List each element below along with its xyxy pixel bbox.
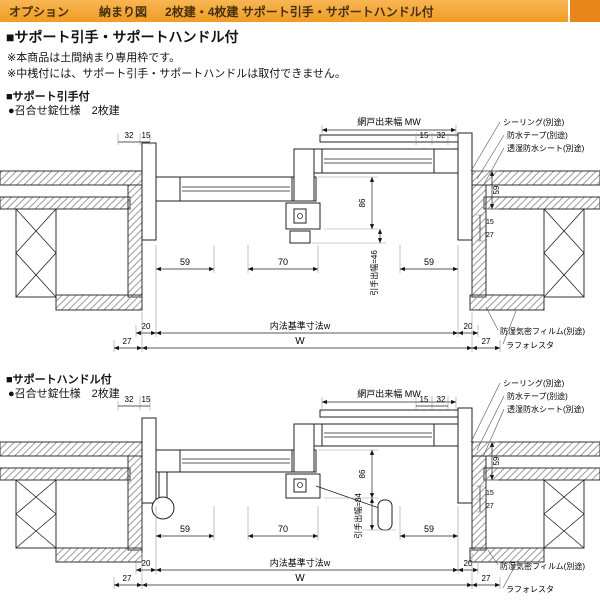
screen-section [319,134,459,143]
dim-20-left: 20 [142,559,151,568]
title-bar-option-label: オプション [9,4,70,19]
dim-86: 86 [358,469,367,478]
right-wall [469,441,600,563]
dimension-annotations: 網戸出来幅 MW 32 15 15 32 86 引手出幅=46 [113,116,501,352]
section-title: ■サポート引手付 [6,88,90,104]
note-doma-frame: ※本商品は土間納まり専用枠です。 [7,52,181,64]
screen-section [319,409,459,418]
window-frame-section [141,132,473,244]
lock-body [285,202,321,230]
left-stud [15,479,57,549]
right-wall [469,170,600,311]
inner-dimension-label: 内法基準寸法w [270,557,331,568]
dim-20-right: 20 [464,322,473,331]
w-label: W [295,336,305,347]
sealing-label: シーリング(別途) [503,117,565,127]
mw-width-label: 網戸出来幅 MW [357,388,421,399]
inner-panel [155,176,317,202]
lock-cylinder [297,213,303,219]
outer-panel [295,148,459,174]
dim-59-left: 59 [180,257,190,267]
dim-27-right: 27 [482,337,491,346]
waterproof-tape-label: 防水テープ(別途) [507,130,568,140]
laforesta-label: ラフォレスタ [506,341,554,350]
dim-27-small: 27 [486,503,494,510]
window-frame-section [141,407,473,531]
dim-15-small: 15 [486,490,494,497]
breathable-sheet-label: 透湿防水シート(別途) [507,404,585,414]
section-spec: ●召合せ錠仕様 2枚建 [8,102,120,118]
handle-drawing: 網戸出来幅 MW 32 15 15 32 86 引手出幅=84 [0,378,600,594]
meeting-stile [285,423,321,499]
leader-annotations: シーリング(別途) 防水テープ(別途) 透湿防水シート(別途) 防湿気密フィルム… [470,117,585,350]
right-jamb [457,132,473,241]
dim-left-15: 15 [142,131,151,140]
right-jamb [457,407,473,504]
pull-depth-label: 引手出幅=46 [369,250,379,296]
dim-left-15: 15 [142,395,151,404]
inner-dimension-label: 内法基準寸法w [270,320,331,331]
section-title: ■サポートハンドル付 [6,371,112,387]
pull-depth-label: 引手出幅=84 [353,493,363,539]
dim-right-32: 32 [437,395,446,404]
outer-panel [295,423,459,447]
left-jamb [141,142,157,241]
dim-86: 86 [358,198,367,207]
support-handle-bar [315,485,393,531]
mw-width-label: 網戸出来幅 MW [357,116,421,127]
right-stud [543,479,585,549]
breathable-sheet-label: 透湿防水シート(別途) [507,143,585,153]
support-handle-knob [151,471,175,520]
dim-27-left: 27 [123,337,132,346]
title-bar-end-accent [568,0,600,22]
pull-handle [289,230,311,244]
dim-27-right: 27 [482,574,491,583]
hikite-drawing: 網戸出来幅 MW 32 15 15 32 86 引手出幅=46 [0,116,600,352]
laforesta-label: ラフォレスタ [506,585,554,594]
title-bar-doc-type-label: 納まり図 [99,4,148,19]
left-wall [0,441,143,563]
dim-70: 70 [278,524,288,534]
title-bar: オプション 納まり図 2枚建・4枚建 サポート引手・サポートハンドル付 [0,0,600,22]
leader-annotations: シーリング(別途) 防水テープ(別途) 透湿防水シート(別途) 防湿気密フィルム… [470,378,585,594]
dimension-annotations: 網戸出来幅 MW 32 15 15 32 86 引手出幅=84 [113,388,501,589]
inner-panel [155,449,317,473]
dim-70: 70 [278,257,288,267]
dim-59-right: 59 [424,257,434,267]
dim-20-right: 20 [464,559,473,568]
section-support-hikite: 網戸出来幅 MW 32 15 15 32 86 引手出幅=46 [0,85,600,368]
section-spec: ●召合せ錠仕様 2枚建 [8,385,120,401]
sealing-label: シーリング(別途) [503,378,565,388]
dim-59-vertical: 59 [492,456,501,465]
dim-right-15: 15 [420,131,429,140]
moisture-film-label: 防湿気密フィルム(別途) [500,561,585,571]
waterproof-tape-label: 防水テープ(別途) [507,391,568,401]
meeting-stile [285,148,321,244]
left-stud [15,208,57,298]
dim-right-32: 32 [437,131,446,140]
dim-right-15: 15 [420,395,429,404]
page-heading: ■サポート引手・サポートハンドル付 [6,29,239,45]
title-bar-subtitle-label: 2枚建・4枚建 サポート引手・サポートハンドル付 [165,4,434,19]
dim-left-32: 32 [125,131,134,140]
left-jamb [141,417,157,504]
w-label: W [295,573,305,584]
left-wall [0,170,143,311]
dim-59-vertical: 59 [492,185,501,194]
lock-cylinder [297,482,303,488]
dim-59-right: 59 [424,524,434,534]
dim-20-left: 20 [142,322,151,331]
dim-27-small: 27 [486,232,494,239]
section-support-handle: 網戸出来幅 MW 32 15 15 32 86 引手出幅=84 [0,368,600,600]
note-nakazan: ※中桟付には、サポート引手・サポートハンドルは取付できません。 [7,68,346,80]
moisture-film-label: 防湿気密フィルム(別途) [500,326,585,336]
right-stud [543,208,585,298]
dim-59-left: 59 [180,524,190,534]
dim-27-left: 27 [123,574,132,583]
dim-left-32: 32 [125,395,134,404]
dim-15-small: 15 [486,219,494,226]
